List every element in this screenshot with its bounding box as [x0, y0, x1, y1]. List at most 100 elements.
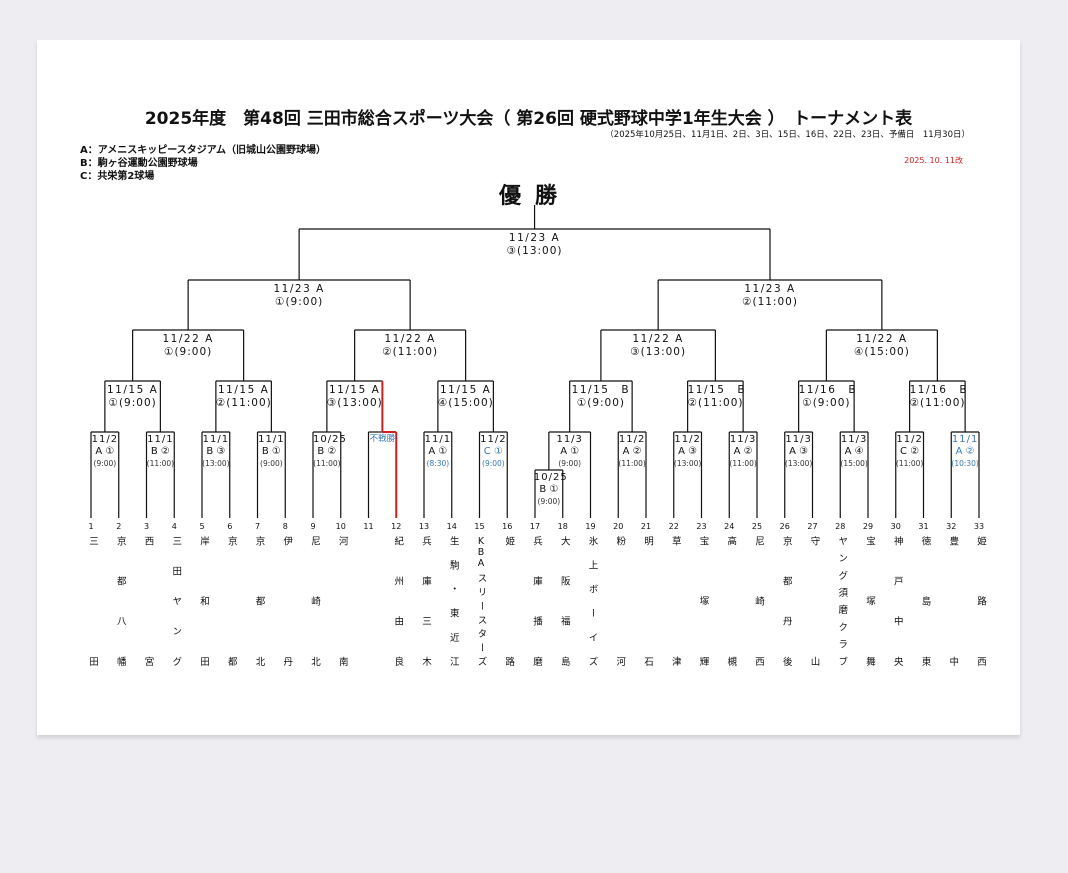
- match-venue: B ③: [206, 446, 226, 457]
- match-time: (11:00): [895, 459, 924, 468]
- round2-match-date: 11/15 A: [328, 384, 381, 396]
- team-name: 三田: [87, 536, 98, 666]
- team-name: 三田ヤング: [170, 536, 182, 666]
- team-seed-number: 2: [116, 522, 122, 531]
- team-name: 西宮: [142, 536, 154, 666]
- team-name: 明石: [642, 536, 653, 666]
- match-time: (13:00): [784, 459, 813, 468]
- match-venue: A ②: [622, 446, 642, 457]
- match-date: 10/25: [533, 472, 568, 483]
- team-name: 伊丹: [281, 536, 293, 666]
- venue-c: C：共栄第2球場: [80, 171, 155, 182]
- semifinal-match-slot: ①(9:00): [275, 295, 324, 308]
- round2-match-date: 11/16 B: [798, 384, 858, 396]
- match-date: 11/3: [785, 434, 812, 445]
- team-seed-number: 30: [890, 522, 901, 531]
- match-venue: B ①: [261, 446, 281, 457]
- match-date: 11/3: [840, 434, 868, 445]
- final-match-date: 11/23 A: [508, 232, 561, 244]
- match-time: (11:00): [618, 459, 646, 468]
- revision-date: 2025. 10. 11改: [904, 156, 963, 165]
- match-venue: A ③: [789, 446, 809, 457]
- final-match-slot: ③(13:00): [506, 244, 563, 257]
- team-name: 京都八幡: [114, 536, 126, 666]
- document-page: [37, 40, 1020, 735]
- team-name: 姫路西: [975, 536, 986, 666]
- match-date: 11/3: [556, 434, 583, 445]
- match-date: 11/1: [951, 434, 979, 445]
- quarterfinal-match-slot: ③(13:00): [630, 345, 687, 358]
- match-venue: A ②: [733, 446, 753, 457]
- team-name: 河南: [336, 536, 348, 666]
- team-name: 神戸中央: [891, 536, 903, 666]
- team-name: 姫路: [503, 536, 515, 666]
- team-name: 氷上ボーイズ: [586, 536, 598, 666]
- match-date: 10/25: [313, 434, 347, 445]
- team-name: [363, 536, 377, 666]
- schedule-dates: （2025年10月25日、11月1日、2日、3日、15日、16日、22日、23日…: [605, 130, 970, 140]
- team-name: 尼崎北: [309, 536, 320, 666]
- team-seed-number: 22: [668, 522, 679, 531]
- match-time: (8:30): [426, 459, 450, 468]
- round2-match-slot: ①(9:00): [802, 396, 851, 409]
- round2-match-date: 11/15 A: [439, 384, 492, 396]
- team-seed-number: 13: [418, 522, 430, 531]
- match-time: (15:00): [840, 459, 868, 468]
- team-name: 守山: [808, 536, 820, 666]
- round2-match-slot: ③(13:00): [326, 396, 383, 409]
- champion-label: 優勝: [498, 183, 571, 209]
- team-name: 京都丹後: [780, 536, 792, 666]
- round2-match-slot: ②(11:00): [909, 396, 966, 409]
- team-seed-number: 29: [862, 522, 874, 531]
- round2-match-date: 11/16 B: [909, 384, 969, 396]
- quarterfinal-match-slot: ①(9:00): [164, 345, 213, 358]
- round2-match-date: 11/15 B: [687, 384, 747, 396]
- quarterfinal-match-date: 11/22 A: [856, 333, 908, 345]
- match-date: 11/3: [729, 434, 757, 445]
- round2-match-slot: ②(11:00): [687, 396, 744, 409]
- team-seed-number: 31: [918, 522, 929, 531]
- team-seed-number: 15: [474, 522, 485, 531]
- team-seed-number: 32: [946, 522, 957, 531]
- round2-match-slot: ①(9:00): [108, 396, 157, 409]
- team-seed-number: 10: [335, 522, 346, 531]
- team-name: KBAスリースターズ: [475, 536, 487, 666]
- match-date: 11/1: [258, 434, 285, 445]
- round2-match-slot: ④(15:00): [437, 396, 494, 409]
- team-name: 紀州由良: [392, 536, 404, 666]
- match-venue: B ②: [150, 446, 170, 457]
- match-date: 11/2: [896, 434, 923, 445]
- round2-match-date: 11/15 B: [571, 384, 631, 396]
- team-seed-number: 1: [88, 522, 94, 531]
- team-name: 宝塚輝: [697, 536, 709, 666]
- team-seed-number: 16: [502, 522, 513, 531]
- match-date: 11/2: [91, 434, 119, 445]
- team-name: 生駒・東近江: [447, 536, 459, 666]
- quarterfinal-match-date: 11/22 A: [632, 333, 684, 345]
- match-venue: C ①: [483, 446, 503, 457]
- match-date: 11/2: [618, 434, 646, 445]
- round2-match-date: 11/15 A: [106, 384, 159, 396]
- team-seed-number: 11: [363, 522, 374, 531]
- team-name: 宝塚舞: [864, 536, 875, 666]
- match-time: (10:30): [951, 459, 979, 468]
- semifinal-match-slot: ②(11:00): [742, 295, 798, 308]
- team-seed-number: 21: [640, 522, 652, 531]
